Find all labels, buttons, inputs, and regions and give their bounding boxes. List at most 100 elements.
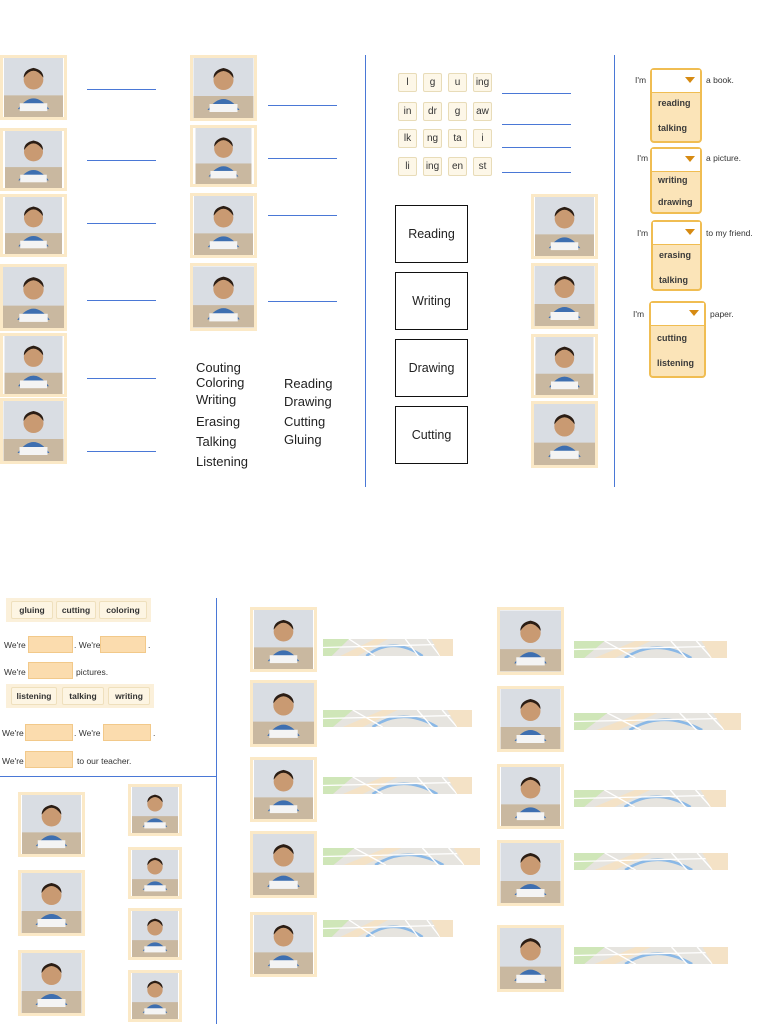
letter-tile[interactable]: ng: [423, 129, 442, 148]
letter-tile[interactable]: aw: [473, 102, 492, 121]
answer-field[interactable]: [103, 724, 151, 741]
photo-girls-talking: [18, 950, 85, 1016]
dropdown-option[interactable]: reading: [658, 98, 691, 108]
word-bank-item: Writing: [196, 392, 237, 407]
word-chip[interactable]: listening: [11, 687, 57, 705]
dropdown-option[interactable]: listening: [657, 358, 695, 368]
photo-kids-drawing: [531, 401, 598, 468]
dropdown-option[interactable]: talking: [658, 123, 688, 133]
answer-line[interactable]: [87, 223, 156, 224]
chevron-down-icon: [685, 77, 695, 83]
answer-slider[interactable]: [574, 790, 726, 807]
photo-girl-gluing: [531, 334, 598, 398]
letter-tile[interactable]: ta: [448, 129, 467, 148]
letter-tile[interactable]: i: [473, 129, 492, 148]
answer-field[interactable]: [25, 724, 73, 741]
answer-field[interactable]: [28, 636, 73, 653]
sentence-text: to our teacher.: [77, 756, 132, 766]
letter-tile[interactable]: ing: [473, 73, 492, 92]
sentence-suffix: a picture.: [706, 153, 741, 163]
match-box-label: Drawing: [408, 361, 455, 375]
answer-slider[interactable]: [323, 639, 453, 656]
letter-tile[interactable]: l: [398, 73, 417, 92]
answer-line[interactable]: [87, 451, 156, 452]
dropdown-option[interactable]: writing: [658, 175, 688, 185]
word-chip[interactable]: coloring: [99, 601, 147, 619]
letter-tile[interactable]: u: [448, 73, 467, 92]
dropdown-selected[interactable]: [651, 303, 704, 326]
dropdown-selected[interactable]: [652, 149, 700, 172]
photo-boy-coloring: [128, 847, 182, 899]
photo-girl-writing: [531, 194, 598, 259]
answer-slider[interactable]: [574, 713, 741, 730]
sentence-prefix: I'm: [633, 309, 645, 319]
answer-line[interactable]: [87, 89, 156, 90]
answer-line[interactable]: [268, 215, 337, 216]
sentence-prefix: I'm: [637, 153, 649, 163]
letter-tile[interactable]: li: [398, 157, 417, 176]
photo-boy-striped: [0, 55, 67, 120]
answer-field[interactable]: [100, 636, 146, 653]
word-bank-item: Talking: [196, 434, 237, 449]
answer-line[interactable]: [502, 93, 571, 94]
answer-slider[interactable]: [323, 920, 453, 937]
answer-slider[interactable]: [323, 777, 472, 794]
photo-boy-coloring: [497, 607, 564, 675]
answer-line[interactable]: [87, 160, 156, 161]
word-chip[interactable]: writing: [108, 687, 150, 705]
sentence-suffix: to my friend.: [706, 228, 753, 238]
answer-slider[interactable]: [574, 853, 728, 870]
dropdown-option[interactable]: cutting: [657, 333, 687, 343]
activity-dropdown[interactable]: reading talking: [650, 68, 702, 143]
answer-slider[interactable]: [323, 848, 480, 865]
letter-tile[interactable]: g: [448, 102, 467, 121]
answer-line[interactable]: [87, 378, 156, 379]
answer-line[interactable]: [268, 105, 337, 106]
sentence-text: We're: [4, 667, 26, 677]
dropdown-selected[interactable]: [653, 222, 700, 245]
word-chip[interactable]: cutting: [56, 601, 96, 619]
answer-slider[interactable]: [574, 947, 728, 964]
photo-girl-writing: [18, 870, 85, 936]
answer-line[interactable]: [268, 301, 337, 302]
answer-field[interactable]: [28, 662, 73, 679]
answer-field[interactable]: [25, 751, 73, 768]
chevron-down-icon: [685, 229, 695, 235]
letter-tile[interactable]: in: [398, 102, 417, 121]
letter-tile[interactable]: lk: [398, 129, 417, 148]
letter-tile[interactable]: ing: [423, 157, 442, 176]
letter-tile[interactable]: dr: [423, 102, 442, 121]
answer-line[interactable]: [502, 124, 571, 125]
sentence-prefix: I'm: [635, 75, 647, 85]
photo-girl-reading: [190, 193, 257, 258]
photo-girl-writing: [250, 912, 317, 977]
photo-girl-headphones: [497, 686, 564, 752]
dropdown-option[interactable]: talking: [659, 275, 689, 285]
section-divider: [614, 55, 615, 487]
photo-girl-headphones: [18, 792, 85, 857]
answer-slider[interactable]: [323, 710, 472, 727]
photo-boy-cutting: [497, 840, 564, 906]
match-box[interactable]: Cutting: [395, 406, 468, 464]
word-chip[interactable]: talking: [62, 687, 104, 705]
photo-kids-drawing: [250, 757, 317, 822]
dropdown-option[interactable]: drawing: [658, 197, 693, 207]
activity-dropdown[interactable]: erasing talking: [651, 220, 702, 291]
answer-slider[interactable]: [574, 641, 727, 658]
word-chip[interactable]: gluing: [11, 601, 53, 619]
dropdown-selected[interactable]: [652, 70, 700, 93]
answer-line[interactable]: [502, 172, 571, 173]
answer-line[interactable]: [87, 300, 156, 301]
match-box[interactable]: Reading: [395, 205, 468, 263]
letter-tile[interactable]: st: [473, 157, 492, 176]
match-box[interactable]: Writing: [395, 272, 468, 330]
answer-line[interactable]: [268, 158, 337, 159]
activity-dropdown[interactable]: cutting listening: [649, 301, 706, 378]
letter-tile[interactable]: g: [423, 73, 442, 92]
answer-line[interactable]: [502, 147, 571, 148]
word-bank-item: Cutting: [284, 414, 326, 429]
activity-dropdown[interactable]: writing drawing: [650, 147, 702, 214]
match-box[interactable]: Drawing: [395, 339, 468, 397]
dropdown-option[interactable]: erasing: [659, 250, 692, 260]
letter-tile[interactable]: en: [448, 157, 467, 176]
